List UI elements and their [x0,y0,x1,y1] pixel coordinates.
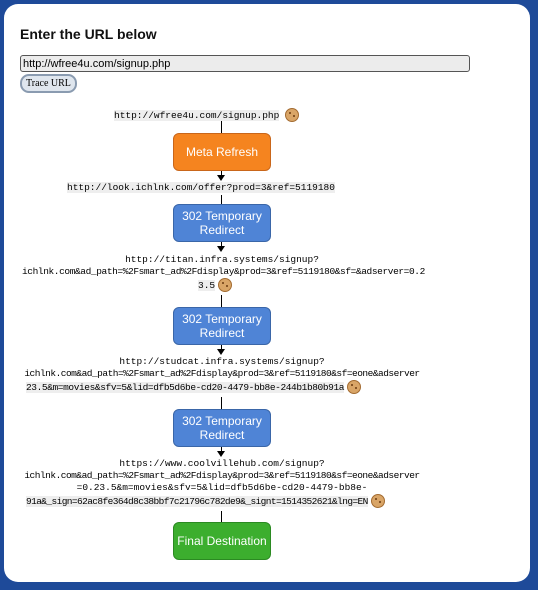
final-destination-node: Final Destination [173,522,271,560]
arrow-down-icon [217,175,225,181]
url-line: =0.23.5&m=movies&sfv=5&lid=dfb5d6be-cd20… [76,482,368,493]
redirect-url: http://studcat.infra.systems/signup? ich… [22,356,422,394]
node-label: 302 Temporary Redirect [182,312,262,340]
url-line: http://studcat.infra.systems/signup? [119,356,325,367]
connector-line [221,511,222,522]
redirect-url: https://www.coolvillehub.com/signup? ich… [22,458,422,508]
arrow-down-icon [217,451,225,457]
redirect-302-node: 302 Temporary Redirect [173,307,271,345]
cookie-icon [218,278,233,292]
connector-line [221,121,222,133]
connector-line [221,242,222,246]
url-line: http://titan.infra.systems/signup? [125,254,319,265]
node-label: Meta Refresh [185,145,259,159]
node-label: 302 Temporary Redirect [182,414,262,442]
redirect-url: http://wfree4u.com/signup.php [114,108,300,122]
url-line: ichlnk.com&ad_path=%2Fsmart_ad%2Fdisplay… [24,470,420,481]
node-label: Final Destination [177,534,267,548]
cookie-icon [285,108,300,122]
redirect-302-node: 302 Temporary Redirect [173,409,271,447]
connector-line [221,397,222,409]
url-line: 91a&_sign=62ac8fe364d8c38bbf7c21796c782d… [22,494,422,508]
url-line: 23.5&m=movies&sfv=5&lid=dfb5d6be-cd20-44… [22,380,422,394]
url-text: http://look.ichlnk.com/offer?prod=3&ref=… [67,182,335,193]
redirect-302-node: 302 Temporary Redirect [173,204,271,242]
main-panel [4,4,530,582]
url-line: https://www.coolvillehub.com/signup? [119,458,325,469]
connector-line [221,447,222,451]
page-title: Enter the URL below [20,26,157,42]
cookie-icon [370,494,385,508]
trace-url-button[interactable]: Trace URL [20,74,77,93]
cookie-icon [347,380,362,394]
meta-refresh-node: Meta Refresh [173,133,271,171]
arrow-down-icon [217,349,225,355]
connector-line [221,295,222,307]
url-input[interactable] [20,55,470,72]
arrow-down-icon [217,246,225,252]
redirect-url: http://titan.infra.systems/signup? ichln… [22,254,425,292]
url-line: ichlnk.com&ad_path=%2Fsmart_ad%2Fdisplay… [24,368,420,379]
url-text: http://wfree4u.com/signup.php [114,109,280,121]
node-label: 302 Temporary Redirect [182,209,262,237]
connector-line [221,345,222,349]
url-line: ichlnk.com&ad_path=%2Fsmart_ad%2Fdisplay… [22,266,425,277]
connector-line [221,171,222,175]
url-line: 3.5 [22,278,422,292]
redirect-url: http://look.ichlnk.com/offer?prod=3&ref=… [67,182,335,194]
connector-line [221,195,222,204]
